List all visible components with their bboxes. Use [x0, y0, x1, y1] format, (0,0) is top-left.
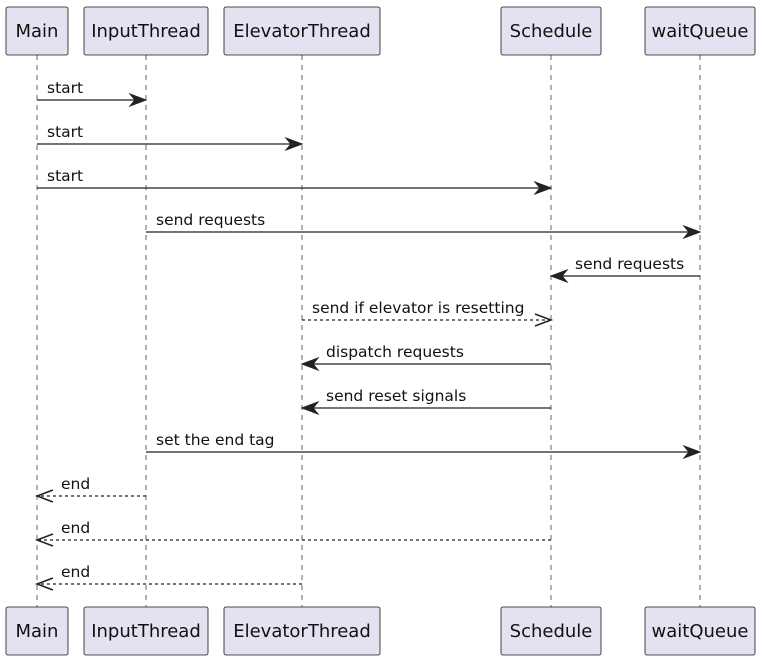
participant-label: Schedule: [510, 621, 593, 642]
participant-box: [644, 606, 756, 656]
message-label: set the end tag: [156, 431, 275, 449]
arrowhead: [128, 92, 148, 108]
participant-label: Main: [16, 21, 59, 42]
message-1: start: [37, 79, 148, 108]
message-11: end: [34, 519, 551, 547]
message-7: dispatch requests: [300, 343, 551, 372]
participant-wait-bottom: waitQueue: [644, 606, 756, 656]
arrowhead: [34, 533, 54, 547]
participant-box: [223, 6, 381, 56]
message-10: end: [34, 475, 146, 503]
participant-box: [223, 606, 381, 656]
message-label: start: [47, 123, 83, 141]
arrowhead: [682, 444, 702, 460]
participant-box: [83, 606, 209, 656]
arrowhead: [682, 224, 702, 240]
message-label: end: [61, 563, 90, 581]
message-label: send reset signals: [326, 387, 466, 405]
arrowhead: [34, 489, 54, 503]
participant-wait-top: waitQueue: [644, 6, 756, 56]
participant-label: Schedule: [510, 21, 593, 42]
message-label: end: [61, 475, 90, 493]
message-5: send requests: [549, 255, 700, 284]
message-label: send requests: [156, 211, 265, 229]
participant-label: waitQueue: [652, 621, 749, 642]
lifelines: [36, 55, 701, 607]
arrowhead: [34, 577, 54, 591]
participant-box: [83, 6, 209, 56]
participant-elevator-top: ElevatorThread: [223, 6, 381, 56]
arrowhead: [534, 313, 554, 327]
message-label: send requests: [575, 255, 684, 273]
message-2: start: [37, 123, 304, 152]
arrowhead: [549, 268, 569, 284]
message-label: end: [61, 519, 90, 537]
participant-label: ElevatorThread: [233, 621, 371, 642]
participant-main-bottom: Main: [5, 606, 69, 656]
participant-schedule-bottom: Schedule: [500, 606, 602, 656]
participant-label: ElevatorThread: [233, 21, 371, 42]
message-label: dispatch requests: [326, 343, 464, 361]
participant-input-top: InputThread: [83, 6, 209, 56]
message-12: end: [34, 563, 302, 591]
participant-label: InputThread: [91, 21, 201, 42]
participant-input-bottom: InputThread: [83, 606, 209, 656]
message-label: send if elevator is resetting: [312, 299, 524, 317]
participant-label: Main: [16, 621, 59, 642]
message-6: send if elevator is resetting: [302, 299, 554, 327]
message-4: send requests: [146, 211, 702, 240]
participant-main-top: Main: [5, 6, 69, 56]
message-8: send reset signals: [300, 387, 551, 416]
participant-elevator-bottom: ElevatorThread: [223, 606, 381, 656]
participant-label: waitQueue: [652, 21, 749, 42]
message-9: set the end tag: [146, 431, 702, 460]
message-3: start: [37, 167, 553, 196]
arrowhead: [533, 180, 553, 196]
participant-schedule-top: Schedule: [500, 6, 602, 56]
participant-box: [500, 606, 602, 656]
participant-box: [5, 6, 69, 56]
arrowhead: [300, 356, 320, 372]
message-label: start: [47, 167, 83, 185]
participant-boxes: MainMainInputThreadInputThreadElevatorTh…: [5, 6, 756, 656]
messages: start start start send requests send request…: [34, 79, 702, 591]
message-label: start: [47, 79, 83, 97]
participant-box: [500, 6, 602, 56]
participant-box: [5, 606, 69, 656]
participant-label: InputThread: [91, 621, 201, 642]
participant-box: [644, 6, 756, 56]
arrowhead: [300, 400, 320, 416]
arrowhead: [284, 136, 304, 152]
